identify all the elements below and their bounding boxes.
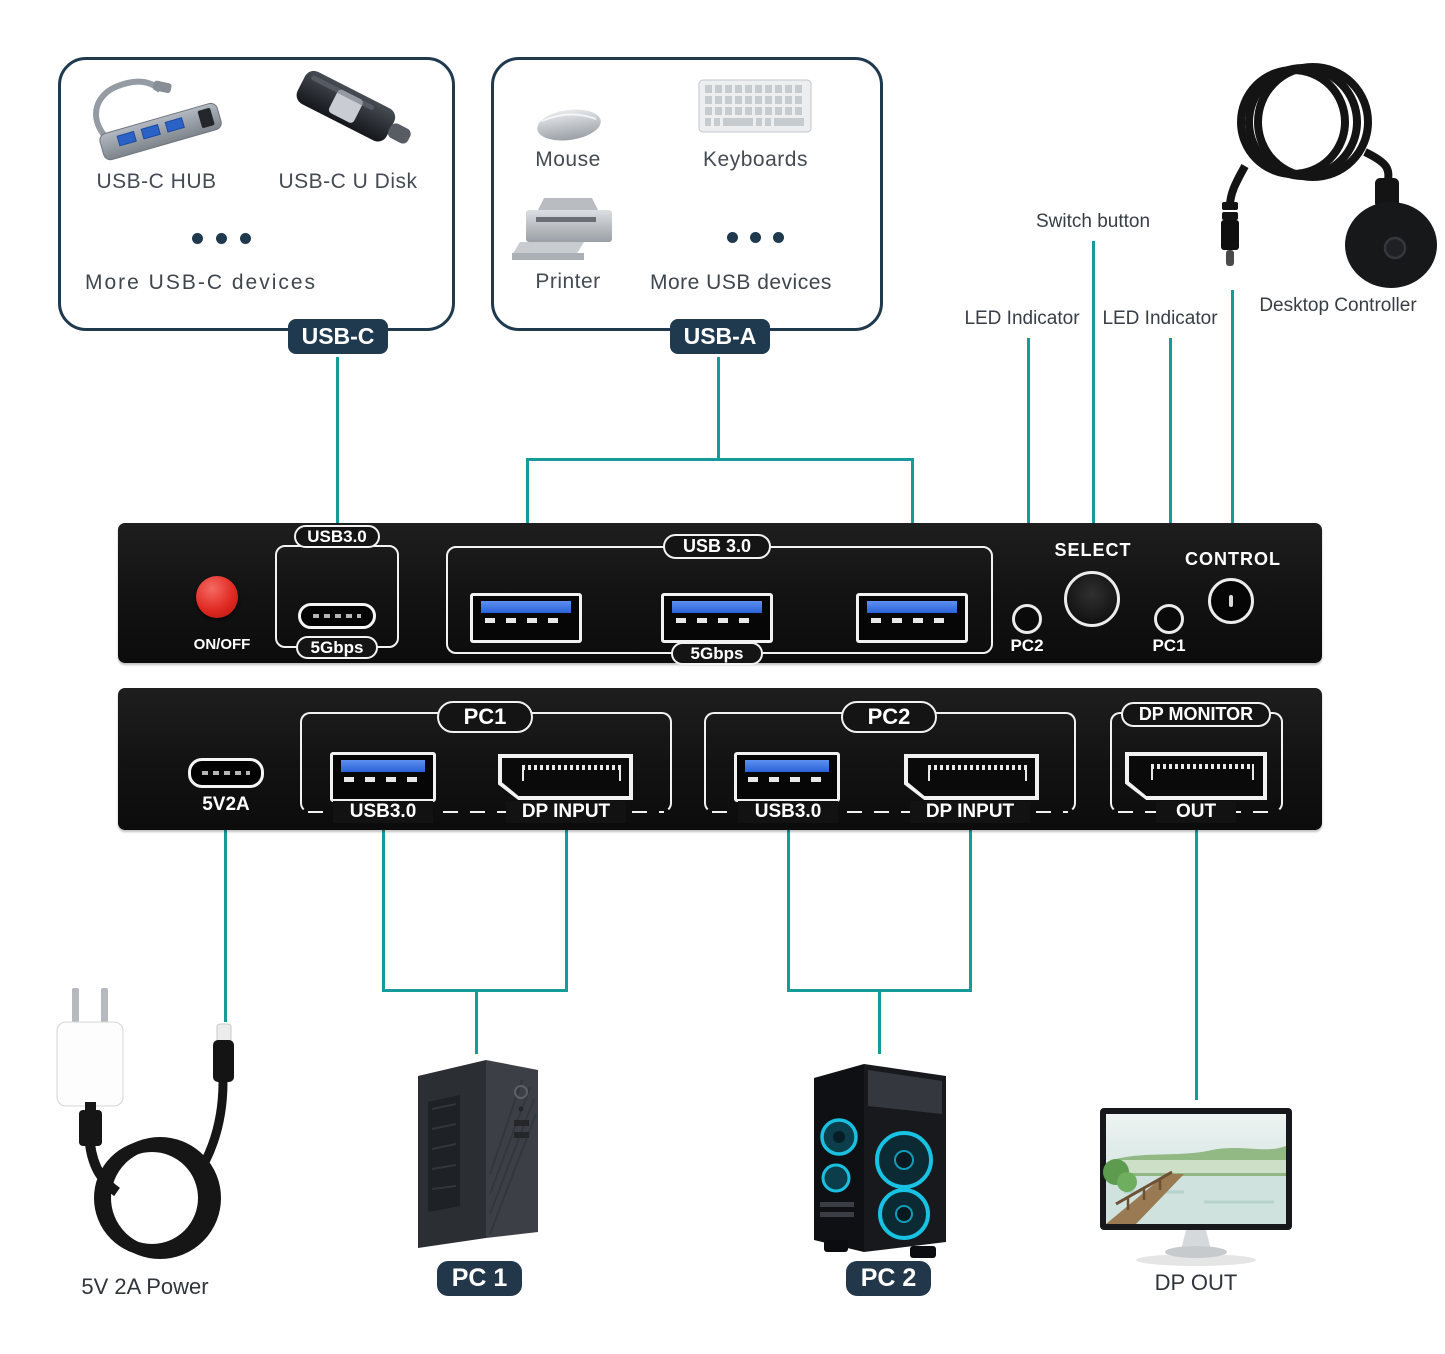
- pc2-dp-label: DP INPUT: [910, 801, 1030, 823]
- pc1-led: [1154, 604, 1184, 634]
- power-input-label: 5V2A: [202, 794, 250, 815]
- connector-line: [1195, 830, 1198, 1100]
- pc2-tower-icon: [814, 1064, 946, 1258]
- led-indicator-left-callout: LED Indicator: [964, 308, 1080, 329]
- usb-c-port: [298, 603, 376, 629]
- printer-icon: [512, 198, 612, 260]
- usbc-section-top-label: USB3.0: [294, 525, 380, 548]
- usb-c-udisk-label: USB-C U Disk: [278, 170, 418, 193]
- dp-monitor-section-title: DP MONITOR: [1121, 702, 1271, 727]
- pc1-tower-icon: [418, 1060, 538, 1248]
- dp-out-label: OUT: [1156, 801, 1236, 823]
- pc1-dp-input-port: [498, 754, 633, 800]
- pc2-section-dash: [712, 811, 1068, 813]
- usb-c-udisk-icon: [296, 70, 411, 144]
- usb-a-port-3: [856, 593, 968, 643]
- mouse-label: Mouse: [535, 148, 601, 171]
- usb-a-port-2: [661, 593, 773, 643]
- usb-c-devices-box: [58, 57, 455, 331]
- pc2-usb-label: USB3.0: [738, 801, 838, 823]
- connector-line: [1092, 241, 1095, 533]
- keyboards-label: Keyboards: [703, 148, 808, 171]
- pc2-led: [1012, 604, 1042, 634]
- pc1-usb-port: [330, 752, 436, 802]
- connector-line: [1231, 290, 1234, 544]
- usb-a-devices-box: [491, 57, 883, 331]
- connector-line: [565, 830, 568, 992]
- connector-line: [1169, 338, 1172, 605]
- usb-a-badge: USB-A: [670, 319, 770, 354]
- usbc-section-outline: [275, 545, 399, 648]
- dp-monitor-out-port: [1125, 752, 1267, 800]
- keyboard-icon: [698, 79, 812, 133]
- control-jack: [1208, 578, 1254, 624]
- usb3-section-bottom-label: 5Gbps: [671, 642, 763, 665]
- desktop-controller-callout: Desktop Controller: [1259, 295, 1417, 316]
- connector-line: [526, 458, 914, 461]
- connector-line: [969, 830, 972, 992]
- mouse-icon: [537, 109, 601, 141]
- usb3-section-top-label: USB 3.0: [663, 534, 771, 559]
- connector-line: [224, 830, 227, 1022]
- control-jack-label: CONTROL: [1185, 549, 1281, 569]
- usb-c-hub-icon: [93, 78, 222, 161]
- pc2-usb-port: [734, 752, 840, 802]
- usbc-section-bottom-label: 5Gbps: [296, 636, 378, 659]
- connector-line: [1027, 338, 1030, 605]
- connector-line: [878, 989, 881, 1054]
- connector-line: [717, 357, 720, 460]
- printer-label: Printer: [535, 270, 601, 293]
- select-button-label: SELECT: [1054, 540, 1132, 560]
- usb-a-port-1: [470, 593, 582, 643]
- pc2-led-label: PC2: [1010, 636, 1044, 655]
- select-button: [1064, 571, 1120, 627]
- usb-c-badge: USB-C: [288, 319, 388, 354]
- power-input-port: [188, 758, 264, 788]
- usb-c-hub-label: USB-C HUB: [96, 170, 217, 193]
- desktop-controller-icon: [1221, 63, 1437, 288]
- more-usb-c-devices-label: More USB-C devices: [85, 271, 318, 294]
- pc2-badge: PC 2: [846, 1261, 931, 1296]
- pc1-section-dash: [308, 811, 664, 813]
- monitor-icon: [1100, 1108, 1292, 1266]
- connector-line: [526, 458, 529, 524]
- kvm-rear-panel: 5V2A PC1 USB3.0 DP INPUT PC2 USB3.0 DP I…: [118, 688, 1322, 830]
- connector-line: [911, 458, 914, 524]
- more-usb-devices-label: More USB devices: [650, 271, 832, 294]
- connector-line: [475, 989, 478, 1054]
- kvm-front-panel: ON/OFF USB3.0 5Gbps USB 3.0 5Gbps PC2 SE…: [118, 523, 1322, 665]
- power-button-label: ON/OFF: [193, 636, 251, 653]
- connector-line: [336, 357, 339, 524]
- connector-line: [382, 830, 385, 992]
- pc1-led-label: PC1: [1152, 636, 1186, 655]
- pc2-dp-input-port: [904, 754, 1039, 800]
- pc2-section-title: PC2: [841, 701, 937, 733]
- pc1-badge: PC 1: [437, 1261, 522, 1296]
- connector-line: [787, 830, 790, 992]
- led-indicator-right-callout: LED Indicator: [1102, 308, 1218, 329]
- power-adapter-label: 5V 2A Power: [81, 1274, 209, 1299]
- power-adapter-icon: [56, 988, 234, 1259]
- pc1-section-title: PC1: [437, 701, 533, 733]
- dp-out-monitor-label: DP OUT: [1154, 1270, 1238, 1295]
- power-button: [196, 576, 238, 618]
- switch-button-callout: Switch button: [1035, 211, 1151, 232]
- pc1-usb-label: USB3.0: [333, 801, 433, 823]
- pc1-dp-label: DP INPUT: [506, 801, 626, 823]
